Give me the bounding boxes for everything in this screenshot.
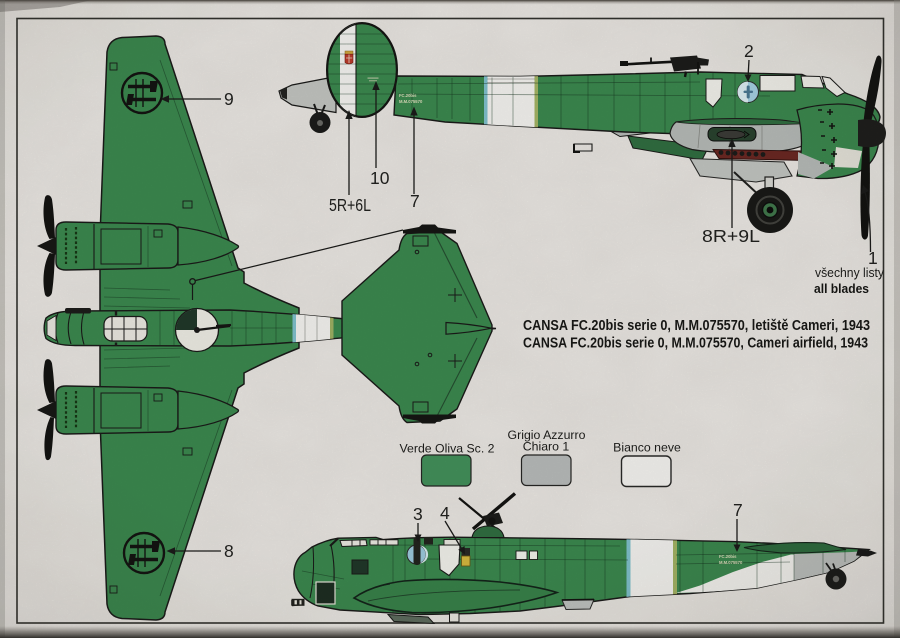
film-grain	[0, 0, 900, 638]
markings-diagram: 9 8	[0, 0, 900, 638]
scanned-instruction-page: 9 8	[0, 0, 900, 638]
